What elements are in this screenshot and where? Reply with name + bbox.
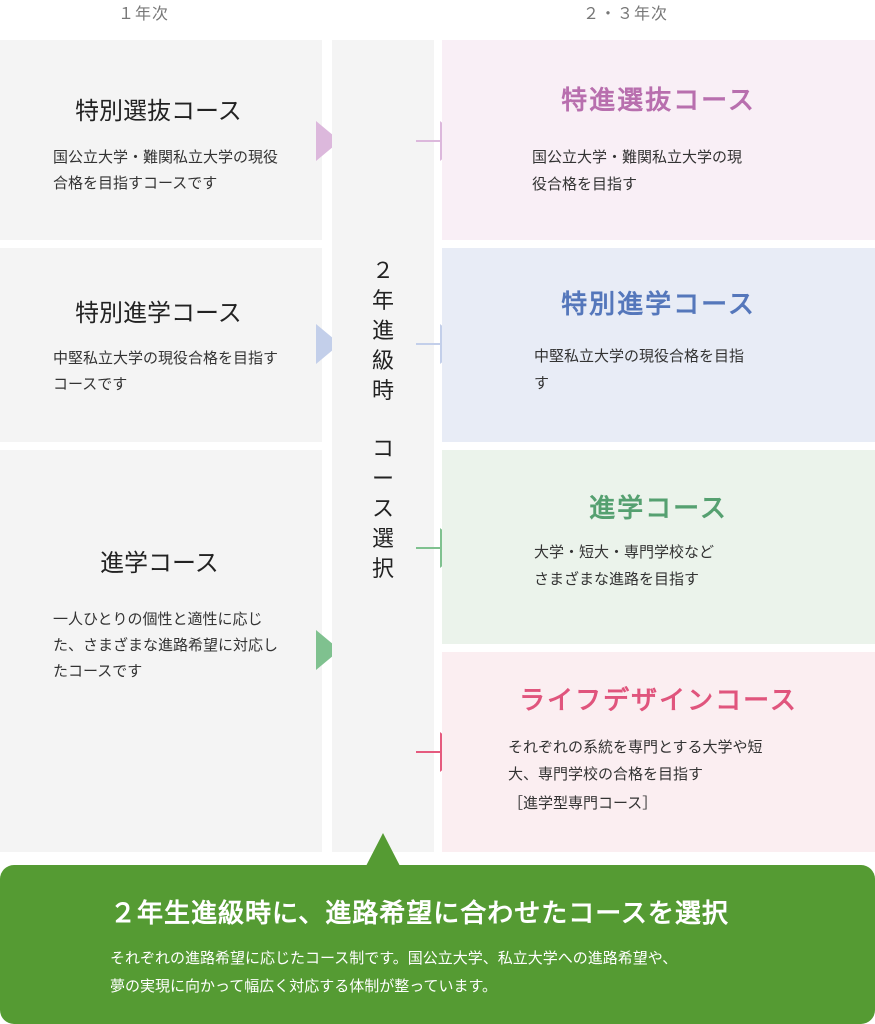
- course-desc-line: それぞれの系統を専門とする大学や短: [508, 738, 763, 756]
- course-desc-line: 役合格を目指す: [532, 175, 638, 193]
- selection-char: 級: [371, 349, 394, 374]
- year23-header: ２・３年次: [583, 4, 669, 23]
- course-selection-column: ２ 年 進 級 時 コ ー ス 選 択: [332, 40, 434, 852]
- course-desc-line: 国公立大学・難関私立大学の現: [532, 148, 743, 166]
- banner-desc-line: 夢の実現に向かって幅広く対応する体制が整っています。: [110, 977, 498, 995]
- year1-course-tokubetsu-shingaku: 特別進学コース 中堅私立大学の現役合格を目指すコースです: [0, 248, 322, 442]
- year1-header: １年次: [118, 4, 170, 23]
- course-desc-line: さまざまな進路を目指す: [534, 570, 700, 588]
- summary-banner: ２年生進級時に、進路希望に合わせたコースを選択 それぞれの進路希望に応じたコース…: [0, 865, 875, 1024]
- course-desc-line: 大、専門学校の合格を目指す: [508, 765, 704, 783]
- year23-course-life-design: ライフデザインコース それぞれの系統を専門とする大学や短 大、専門学校の合格を目…: [442, 652, 875, 852]
- course-desc: 国公立大学・難関私立大学の現役合格を目指すコースです: [53, 148, 279, 192]
- selection-char: 進: [371, 319, 394, 344]
- course-title: 特進選抜コース: [561, 86, 756, 116]
- year1-course-tokubetsu-senbatsu: 特別選抜コース 国公立大学・難関私立大学の現役合格を目指すコースです: [0, 40, 322, 240]
- course-title: 特別選抜コース: [75, 97, 242, 125]
- year23-course-tokubetsu-shingaku: 特別進学コース 中堅私立大学の現役合格を目指 す: [442, 248, 875, 442]
- banner-pointer-icon: [366, 833, 400, 866]
- selection-char: 選: [371, 527, 394, 552]
- arrow-line: [416, 751, 442, 753]
- course-title: 進学コース: [589, 494, 728, 524]
- course-desc: 一人ひとりの個性と適性に応じた、さまざまな進路希望に対応したコースです: [53, 610, 279, 680]
- selection-char: 年: [371, 289, 394, 314]
- year23-course-tokushin-senbatsu: 特進選抜コース 国公立大学・難関私立大学の現 役合格を目指す: [442, 40, 875, 240]
- arrow-line: [416, 547, 442, 549]
- arrow-line: [416, 140, 442, 142]
- course-desc-line: ［進学型専門コース］: [508, 794, 658, 812]
- course-title: 特別進学コース: [561, 290, 756, 320]
- course-title: ライフデザインコース: [519, 686, 798, 716]
- selection-char: ー: [371, 467, 394, 492]
- arrow-line: [416, 343, 442, 345]
- banner-desc-line: それぞれの進路希望に応じたコース制です。国公立大学、私立大学への進路希望や、: [110, 949, 678, 967]
- course-desc-line: 中堅私立大学の現役合格を目指: [534, 347, 745, 365]
- course-desc-line: す: [534, 374, 550, 392]
- course-desc-line: 大学・短大・専門学校など: [534, 543, 715, 561]
- year23-course-shingaku: 進学コース 大学・短大・専門学校など さまざまな進路を目指す: [442, 450, 875, 644]
- selection-char: ス: [371, 497, 394, 522]
- selection-char: 択: [371, 557, 394, 582]
- course-title: 特別進学コース: [75, 299, 242, 327]
- course-desc: 中堅私立大学の現役合格を目指すコースです: [53, 349, 279, 393]
- banner-title: ２年生進級時に、進路希望に合わせたコースを選択: [110, 899, 729, 929]
- selection-char: コ: [371, 437, 394, 462]
- course-title: 進学コース: [100, 549, 219, 577]
- year1-course-shingaku: 進学コース 一人ひとりの個性と適性に応じた、さまざまな進路希望に対応したコースで…: [0, 450, 322, 852]
- selection-char: ２: [371, 259, 394, 284]
- selection-char: 時: [371, 379, 394, 404]
